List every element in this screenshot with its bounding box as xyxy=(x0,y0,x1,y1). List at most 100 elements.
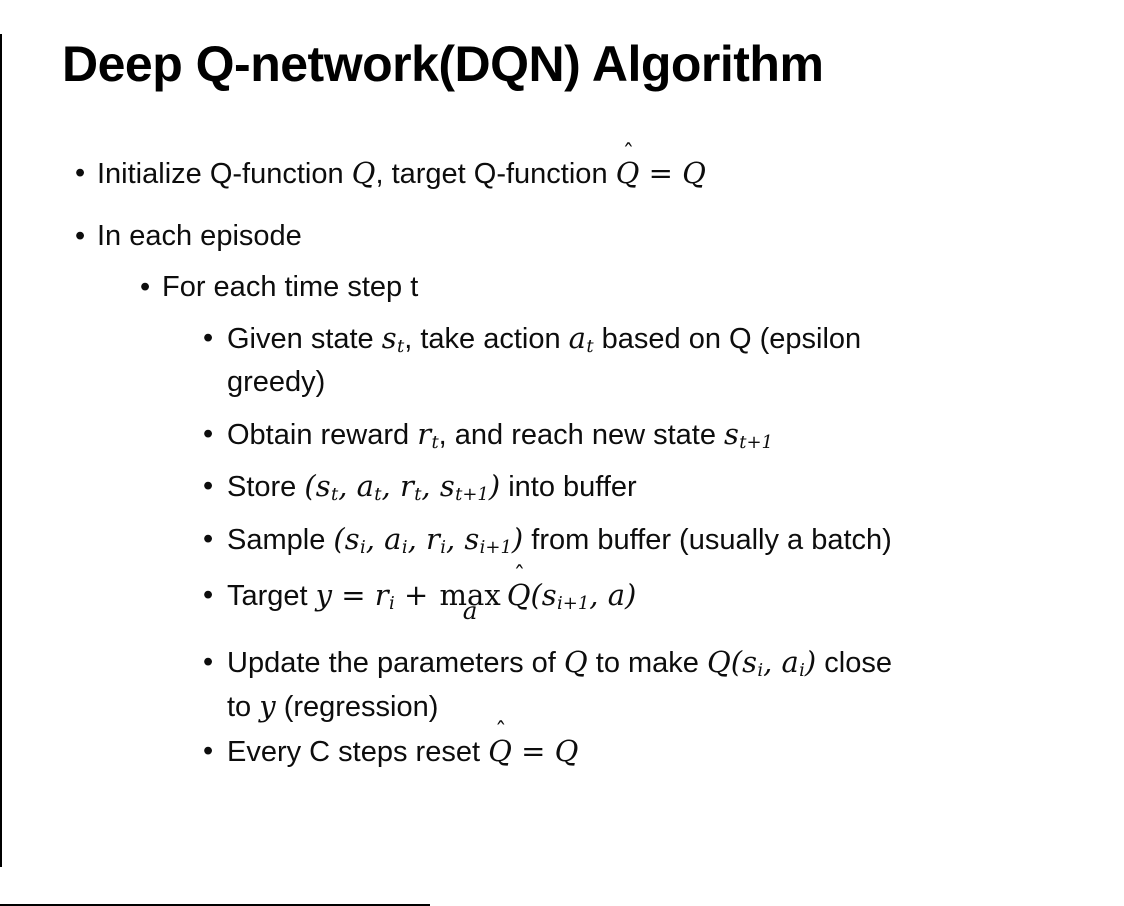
text-run: to xyxy=(227,691,260,723)
hat-accent: ˆ xyxy=(622,140,635,168)
bullet-item: •Given state st, take action at based on… xyxy=(0,317,1124,404)
math-subscript: i xyxy=(757,660,764,682)
math-base: s xyxy=(439,469,455,503)
math-run: Q xyxy=(563,645,588,679)
math-run: ) xyxy=(488,469,501,503)
math-var-with-subscript: ri xyxy=(426,522,446,559)
math-var-with-subscript: si+1 xyxy=(464,522,512,559)
bullet-marker: • xyxy=(203,523,214,555)
math-run: y = xyxy=(315,578,375,612)
bullet-item: • Obtain reward rt, and reach new state s… xyxy=(0,413,1124,457)
bullet-marker: • xyxy=(203,322,214,354)
slide: Deep Q-network(DQN) Algorithm • Initializ… xyxy=(0,34,1124,906)
math-subscript: i xyxy=(440,537,446,559)
text-run: from buffer (usually a batch) xyxy=(523,524,892,556)
math-base: Q xyxy=(615,156,640,190)
math-run: , xyxy=(381,469,400,503)
text-run: close xyxy=(816,647,893,679)
math-base: s xyxy=(344,522,360,556)
math-subscript: i xyxy=(359,537,366,559)
bullet-marker: • xyxy=(75,220,86,252)
bullet-text: Obtain reward rt, and reach new state st… xyxy=(227,413,1067,457)
bullet-item: •Store (st, at, rt, st+1) into buffer xyxy=(0,465,1124,509)
bullet-marker: • xyxy=(203,579,214,611)
math-run: Q( xyxy=(706,645,743,679)
math-base: a xyxy=(356,469,374,503)
math-var-with-subscript: ai xyxy=(384,522,408,559)
bullet-marker: • xyxy=(203,418,214,450)
math-base: a xyxy=(568,321,586,355)
bullet-marker: • xyxy=(75,157,86,189)
math-run: , xyxy=(407,522,426,556)
math-subscript: i+1 xyxy=(557,593,590,615)
text-run: In each episode xyxy=(97,220,302,252)
math-base: r xyxy=(426,522,440,556)
text-run: Store xyxy=(227,471,305,503)
math-var-with-subscript: st xyxy=(381,321,405,358)
math-run: Q xyxy=(351,156,376,190)
math-base: s xyxy=(541,578,557,612)
text-run: , take action xyxy=(404,323,569,355)
math-run: , xyxy=(763,645,782,679)
math-subscript: t+1 xyxy=(739,432,773,454)
text-run: Update the parameters of xyxy=(227,647,564,679)
bullet-text: Sample (si, ai, ri, si+1) from buffer (u… xyxy=(227,518,1067,562)
math-subscript: t xyxy=(397,336,405,358)
math-base: r xyxy=(399,469,414,503)
math-subscript: i xyxy=(401,537,408,559)
bullet-item: • Sample (si, ai, ri, si+1) from buffer (… xyxy=(0,518,1124,562)
text-run: , and reach new state xyxy=(438,419,725,451)
math-var-with-subscript: rt xyxy=(399,469,422,506)
math-run: , xyxy=(445,522,465,556)
math-var-with-subscript: ri xyxy=(374,578,395,615)
math-subscript: t xyxy=(431,432,439,454)
bullet-marker: • xyxy=(140,271,151,303)
math-subscript: i+1 xyxy=(479,537,512,559)
math-var-with-subscript: si xyxy=(344,522,366,559)
text-run: Target xyxy=(227,580,316,612)
slide-left-border xyxy=(0,34,2,867)
math-run: + xyxy=(394,578,438,612)
page-title: Deep Q-network(DQN) Algorithm xyxy=(62,36,824,92)
bullet-item: • In each episode xyxy=(0,215,1124,258)
text-run: greedy) xyxy=(227,366,326,398)
math-base: s xyxy=(381,321,397,355)
text-run: to make xyxy=(587,647,707,679)
text-run: Every C steps reset xyxy=(227,736,489,768)
math-run: , xyxy=(365,522,385,556)
text-run: Sample xyxy=(227,524,334,556)
bullet-item: • Initialize Q-function Q, target Q-funct… xyxy=(0,142,1124,196)
math-run: = Q xyxy=(639,156,706,190)
bullet-text: Initialize Q-function Q, target Q-functi… xyxy=(97,142,937,196)
math-base: s xyxy=(724,417,739,451)
math-run: y xyxy=(259,689,276,723)
math-base: s xyxy=(464,522,480,556)
math-subscript: i xyxy=(799,660,805,682)
max-label: max xyxy=(439,578,501,612)
math-subscript: t xyxy=(330,484,339,506)
text-run: , target Q-function xyxy=(375,158,616,190)
hat-accent: ˆ xyxy=(513,562,526,590)
math-run: , xyxy=(338,469,357,503)
math-base: a xyxy=(384,522,402,556)
math-var-with-subscript: st+1 xyxy=(439,469,489,506)
bullet-marker: • xyxy=(203,646,214,678)
math-run: ( xyxy=(304,469,316,503)
text-run: based on Q (epsilon xyxy=(593,323,862,355)
math-var-with-subscript: st xyxy=(316,469,339,506)
math-subscript: i xyxy=(389,593,395,615)
math-subscript: t+1 xyxy=(455,484,489,506)
math-base: r xyxy=(374,578,389,612)
text-run: Obtain reward xyxy=(227,419,418,451)
text-run: into buffer xyxy=(500,471,637,503)
math-run: ) xyxy=(511,522,524,556)
math-run: ) xyxy=(804,645,817,679)
math-subscript: t xyxy=(414,484,422,506)
math-base: r xyxy=(417,417,432,451)
